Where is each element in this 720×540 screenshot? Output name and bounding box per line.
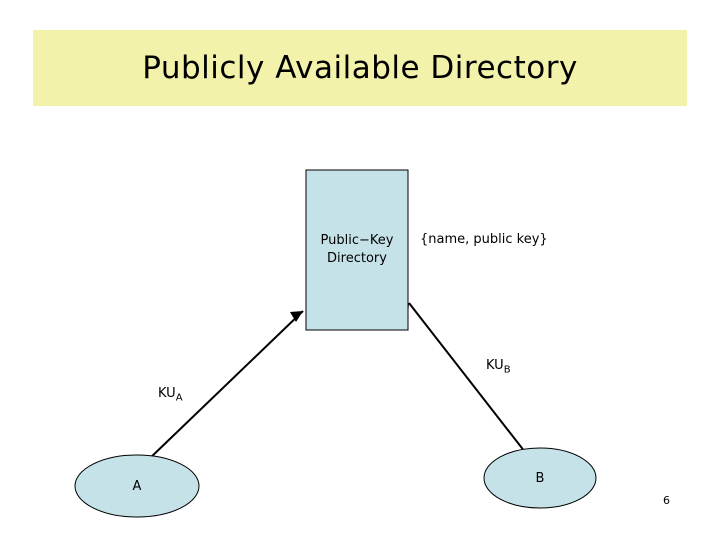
edge-label-kub: KUB bbox=[486, 358, 511, 376]
title-banner bbox=[33, 30, 687, 106]
edge-directory-to-b bbox=[398, 302, 526, 453]
directory-box-label-line2: Directory bbox=[327, 251, 387, 266]
edge-label-kub-subscript: B bbox=[503, 364, 511, 376]
edge-label-kub-prefix: KU bbox=[486, 358, 504, 373]
edge-label-kua-prefix: KU bbox=[158, 386, 176, 401]
node-a-shape bbox=[74, 454, 200, 518]
node-a-label: A bbox=[132, 479, 142, 494]
directory-box bbox=[305, 169, 409, 331]
directory-box-label-line1: Public−Key bbox=[320, 233, 394, 248]
entry-annotation: {name, public key} bbox=[420, 232, 548, 247]
node-b-label: B bbox=[535, 471, 545, 486]
directory-box-label: Public−Key Directory bbox=[306, 232, 408, 268]
edge-label-kua: KUA bbox=[158, 386, 183, 404]
edge-label-kua-subscript: A bbox=[175, 392, 183, 404]
page-title: Publicly Available Directory bbox=[142, 50, 578, 86]
edge-directory-to-a bbox=[147, 310, 304, 461]
node-b-shape bbox=[483, 447, 597, 509]
page-number: 6 bbox=[663, 494, 670, 507]
